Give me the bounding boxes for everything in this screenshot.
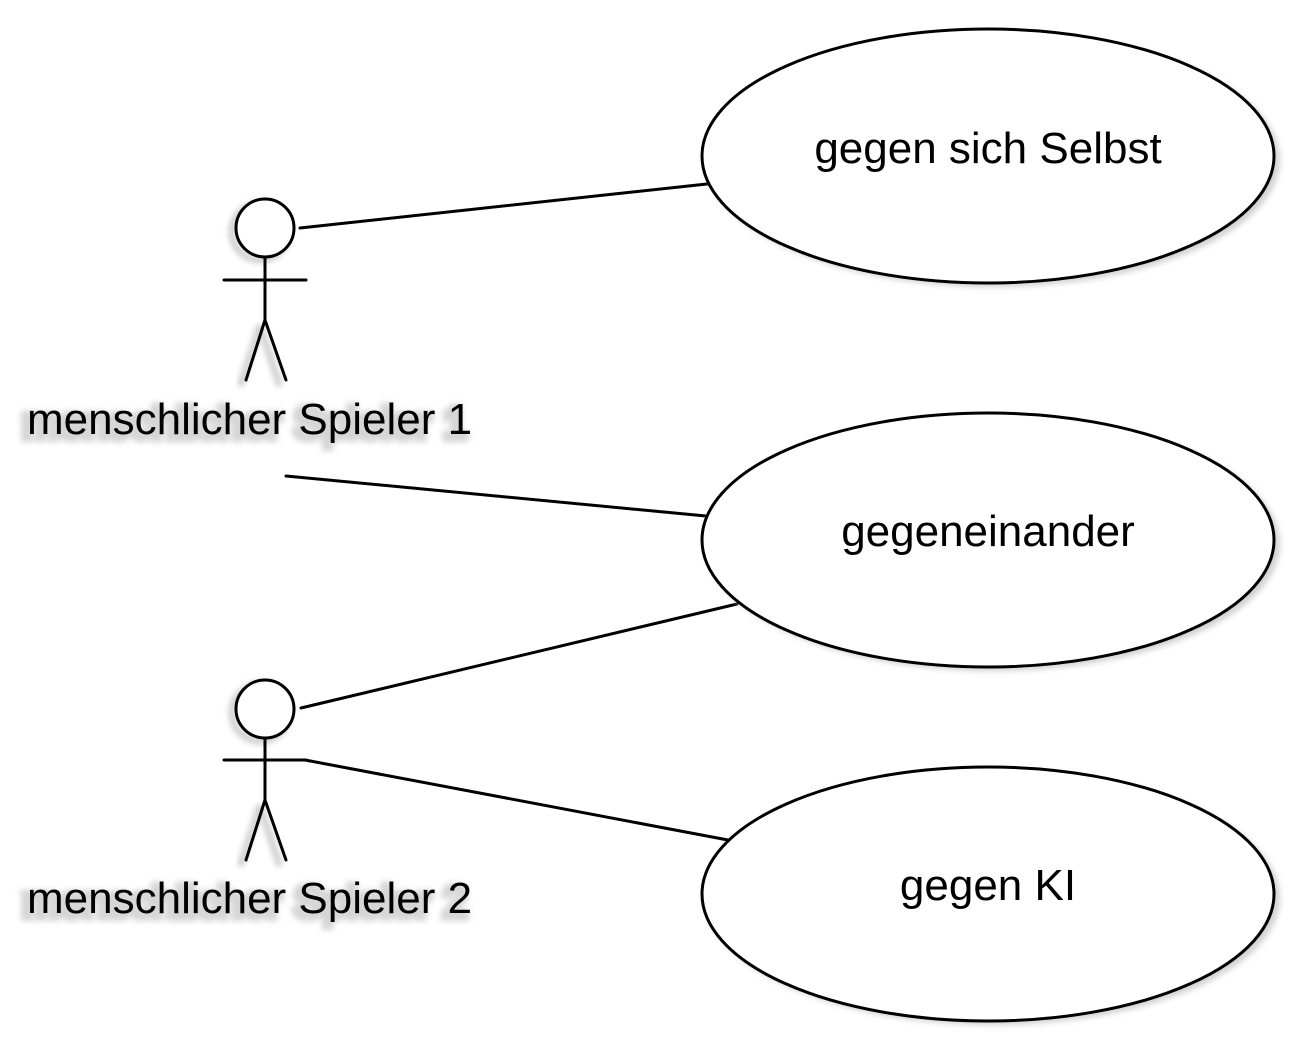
actor-label-shadow: menschlicher Spieler 1 bbox=[22, 399, 467, 448]
use-case-gegeneinander: gegeneinander bbox=[700, 411, 1280, 671]
association-lines bbox=[284, 182, 739, 842]
actor-spieler-2: menschlicher Spieler 2 menschlicher Spie… bbox=[18, 678, 472, 931]
association-spieler2-gegeneinander bbox=[299, 602, 739, 710]
actor-label-shadow: menschlicher Spieler 2 bbox=[22, 878, 467, 927]
use-case-label: gegeneinander bbox=[841, 507, 1135, 556]
actor-spieler-1: menschlicher Spieler 1 menschlicher Spie… bbox=[18, 197, 472, 452]
use-case-gegen-sich-selbst: gegen sich Selbst bbox=[700, 27, 1280, 287]
association-spieler1-selbst bbox=[298, 182, 709, 230]
actor-label: menschlicher Spieler 2 bbox=[27, 874, 472, 923]
stick-figure-icon bbox=[222, 678, 308, 862]
use-case-gegen-ki: gegen KI bbox=[700, 765, 1280, 1025]
use-case-label: gegen KI bbox=[900, 861, 1076, 910]
stick-figure-icon bbox=[222, 197, 308, 382]
actor-label: menschlicher Spieler 1 bbox=[27, 395, 472, 444]
association-spieler1-gegeneinander bbox=[284, 474, 708, 518]
association-spieler2-ki bbox=[303, 758, 730, 842]
use-case-label: gegen sich Selbst bbox=[814, 124, 1161, 173]
